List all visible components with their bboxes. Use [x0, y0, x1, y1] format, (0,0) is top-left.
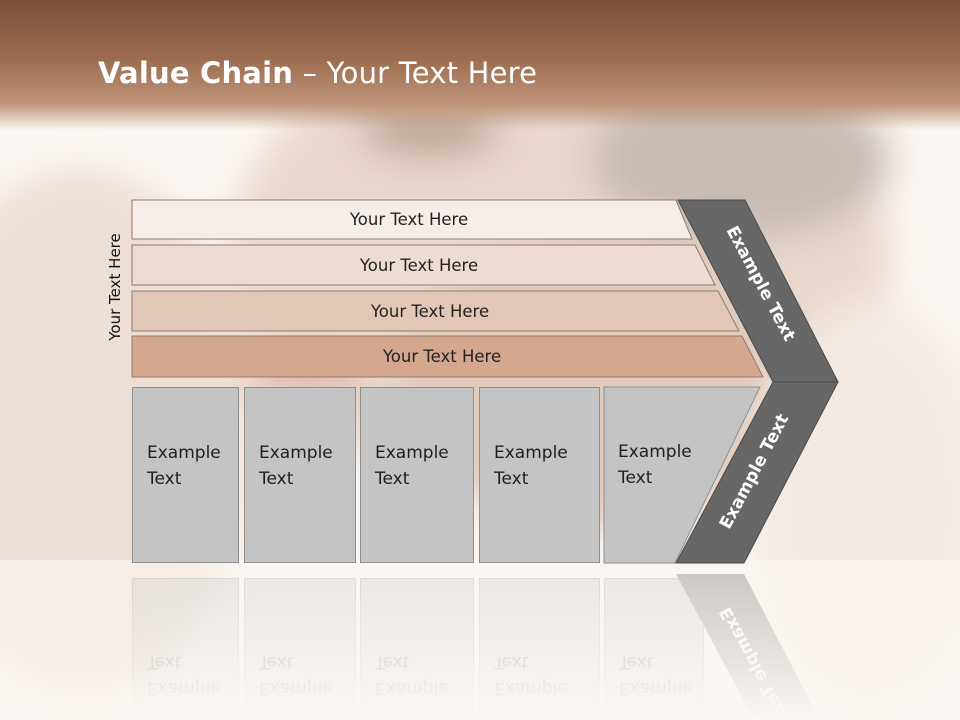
- primary-box-3-line2: Text: [375, 469, 410, 489]
- reflection-chevron-shape: [676, 574, 838, 720]
- support-row-4: Your Text Here: [382, 346, 502, 366]
- primary-box-2-line2: Text: [259, 469, 294, 489]
- primary-box-2-line1: Example: [259, 443, 333, 463]
- primary-box-1-line2: Text: [147, 469, 182, 489]
- support-row-2: Your Text Here: [359, 255, 479, 275]
- primary-box-4-line1: Example: [494, 443, 568, 463]
- support-band-shape-3: [131, 290, 740, 332]
- primary-box-4-line2: Text: [494, 469, 529, 489]
- slide-title: Value Chain – Your Text Here: [98, 56, 537, 90]
- title-bar: [0, 0, 960, 130]
- support-band-shape-1: [131, 199, 693, 240]
- reflection-chevron: Example Text: [676, 574, 838, 720]
- primary-box-3-line1: Example: [375, 443, 449, 463]
- title-bold: Value Chain: [98, 56, 294, 90]
- support-band-shape-4: [131, 335, 764, 378]
- support-band-shape-2: [131, 244, 716, 286]
- primary-box-1-line1: Example: [147, 443, 221, 463]
- primary-box-shape-5: [603, 386, 761, 564]
- margin-chevron-lower: [675, 381, 839, 564]
- support-row-3: Your Text Here: [370, 301, 490, 321]
- support-row-1: Your Text Here: [349, 209, 469, 229]
- primary-box-5-line1: Example: [618, 442, 692, 462]
- primary-box-5-line2: Text: [618, 468, 653, 488]
- title-rest: – Your Text Here: [293, 56, 538, 90]
